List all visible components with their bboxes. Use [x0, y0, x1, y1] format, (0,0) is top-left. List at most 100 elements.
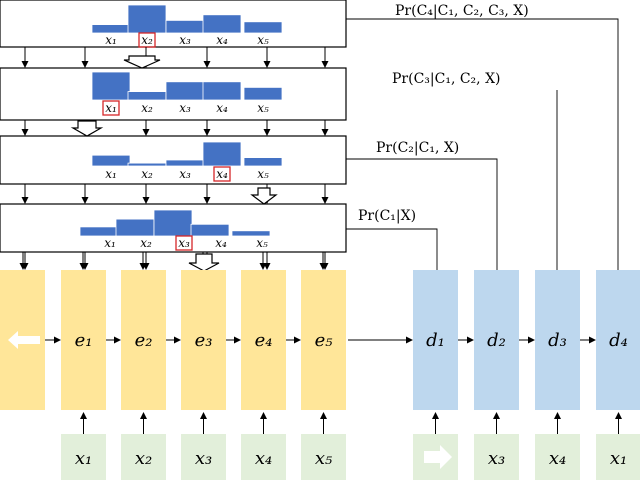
decoder-label: d₃ [548, 330, 567, 351]
attention-label: x₄ [216, 101, 228, 115]
selection-arrow-3 [250, 187, 278, 205]
attention-bar [202, 81, 242, 101]
encoder-label: e₄ [255, 330, 273, 351]
encoder-label: e₃ [195, 330, 213, 351]
encoder-input-5: x₅ [301, 412, 346, 480]
input-box [535, 434, 580, 480]
prob-line-step4 [346, 18, 619, 270]
attention-label: x₄ [215, 236, 227, 250]
decoder-row: d₁ d₂ d₃ d₄ [413, 270, 640, 410]
encoder-1: e₁ [61, 270, 121, 410]
attention-bar [165, 159, 205, 167]
decoder-label: d₄ [609, 330, 628, 351]
attention-bar [202, 141, 242, 167]
decoder-label: d₂ [487, 330, 506, 351]
selection-arrow-1 [123, 55, 161, 69]
prob-line-step1 [346, 228, 438, 270]
decoder-1: d₁ [413, 270, 474, 410]
attention-bar [91, 71, 131, 101]
selection-arrow-2 [70, 120, 104, 137]
encoder-label: e₅ [315, 330, 333, 351]
decoder-input-1: x₃ [474, 412, 519, 480]
attention-label: x₃ [179, 167, 191, 181]
input-row: x₁ x₂ x₃ x₄ x₅ x₃ x₄ x₁ [61, 412, 640, 480]
attention-bar [190, 223, 230, 237]
encoder-2: e₂ [121, 270, 181, 410]
encoder-input-4: x₄ [241, 412, 286, 480]
attention-bar [231, 230, 271, 237]
encoder-block [241, 270, 286, 410]
decoder-block [535, 270, 580, 410]
prob-label-step1: Pr(C₁|X) [358, 208, 416, 224]
attention-row-4: x₁ x₂ x₃ x₄ x₅ [79, 209, 271, 251]
encoder-3: e₃ [181, 270, 241, 410]
attention-bar [127, 4, 167, 34]
prob-line-step2 [346, 158, 498, 270]
attention-label: x₅ [256, 236, 268, 250]
prob-label-step2: Pr(C₂|C₁, X) [376, 140, 459, 156]
attention-bar [91, 24, 131, 34]
attention-bar [115, 218, 155, 237]
input-label: x₄ [549, 448, 566, 469]
encoder-4: e₄ [241, 270, 301, 410]
decoder-2: d₂ [474, 270, 535, 410]
attention-label: x₄ [216, 167, 228, 181]
encoder-input-1: x₁ [61, 412, 106, 480]
attention-label: x₅ [257, 167, 269, 181]
attention-label: x₂ [141, 167, 153, 181]
input-label: x₁ [610, 448, 627, 469]
encoder-input-3: x₃ [181, 412, 226, 480]
attention-label: x₃ [179, 33, 191, 47]
encoder-label: e₁ [75, 330, 93, 351]
input-box [596, 434, 640, 480]
attention-bar [243, 21, 283, 34]
attention-label: x₃ [178, 236, 190, 250]
input-box [301, 434, 346, 480]
input-box [241, 434, 286, 480]
attention-label: x₁ [105, 33, 117, 47]
selected-highlight [175, 235, 193, 251]
decoder-label: d₁ [426, 330, 445, 351]
encoder-row: e₁ e₂ e₃ e₄ e₅ [45, 270, 346, 410]
attention-bar [91, 154, 131, 167]
encoder-5: e₅ [301, 270, 346, 410]
decoder-block [474, 270, 519, 410]
input-label: x₃ [488, 448, 505, 469]
encoder-block [121, 270, 166, 410]
encoder-block [181, 270, 226, 410]
input-box [61, 434, 106, 480]
input-box [181, 434, 226, 480]
attention-bar [127, 162, 167, 167]
attention-label: x₂ [141, 101, 153, 115]
attention-row-2: x₁ x₂ x₃ x₄ x₅ [91, 71, 283, 116]
decoder-4: d₄ [596, 270, 640, 410]
attention-label: x₅ [257, 101, 269, 115]
encoder-block [301, 270, 346, 410]
attention-label: x₁ [105, 101, 117, 115]
attention-label: x₁ [104, 236, 116, 250]
attention-label: x₂ [140, 236, 152, 250]
attention-bar [153, 209, 193, 237]
left-arrow-icon [8, 331, 40, 349]
attention-row-3: x₁ x₂ x₃ x₄ x₅ [91, 141, 283, 182]
attention-bar [165, 81, 205, 101]
input-box [121, 434, 166, 480]
attention-bar [165, 19, 205, 34]
attention-bar [127, 91, 167, 101]
decoder-block [596, 270, 640, 410]
input-label: x₅ [315, 448, 332, 469]
decoder-input-2: x₄ [535, 412, 580, 480]
attention-bar [243, 87, 283, 101]
decoder-3: d₃ [535, 270, 596, 410]
decoder-input-3: x₁ [596, 412, 640, 480]
input-label: x₄ [255, 448, 272, 469]
attention-label: x₅ [257, 33, 269, 47]
input-label: x₂ [135, 448, 152, 469]
attention-label: x₂ [141, 33, 153, 47]
input-label: x₃ [195, 448, 212, 469]
attention-label: x₃ [179, 101, 191, 115]
attention-label: x₁ [105, 167, 117, 181]
